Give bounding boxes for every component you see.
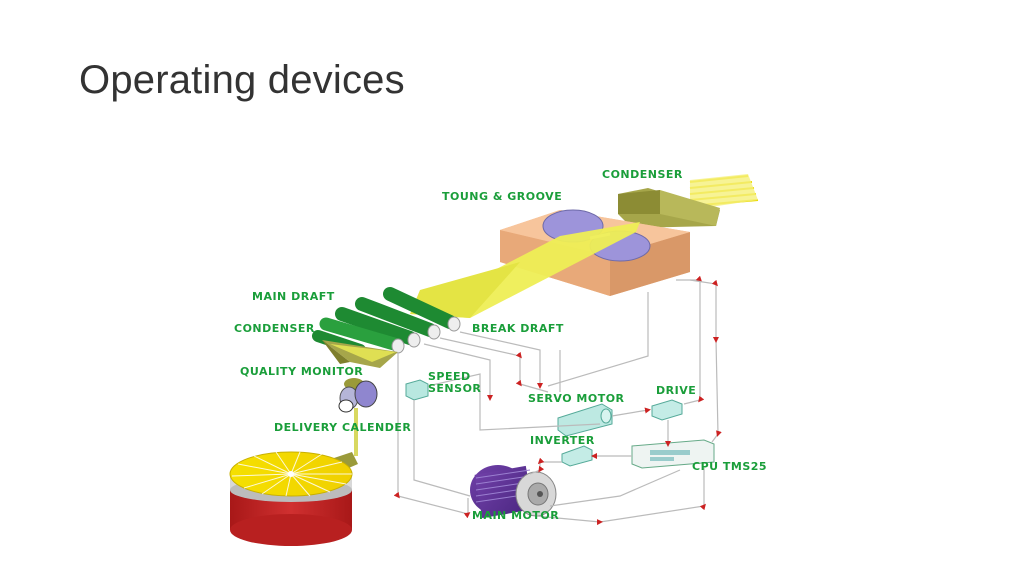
label-condenser-left: CONDENSER — [234, 322, 315, 335]
label-main-draft: MAIN DRAFT — [252, 290, 335, 303]
label-toung-groove: TOUNG & GROOVE — [442, 190, 562, 203]
label-servo-motor: SERVO MOTOR — [528, 392, 625, 405]
signal-lines — [393, 275, 722, 526]
speed-sensor — [405, 379, 429, 401]
label-main-motor: MAIN MOTOR — [472, 509, 559, 522]
quality-monitor — [338, 378, 378, 413]
drive-unit — [651, 399, 683, 421]
sliver-web — [410, 222, 640, 318]
cpu-unit — [631, 439, 715, 469]
main-motor — [470, 465, 557, 519]
label-speed-line2: SENSOR — [428, 382, 481, 395]
label-inverter: INVERTER — [530, 434, 595, 447]
label-quality-monitor: QUALITY MONITOR — [240, 365, 363, 378]
top-condenser — [618, 188, 720, 228]
label-drive: DRIVE — [656, 384, 696, 397]
page-title: Operating devices — [79, 58, 405, 102]
inverter-unit — [561, 445, 593, 467]
label-speed-line1: SPEED — [428, 370, 471, 383]
diagram-labels: CONDENSER TOUNG & GROOVE MAIN DRAFT COND… — [234, 168, 767, 522]
sliver-can — [229, 451, 353, 546]
label-delivery-calender: DELIVERY CALENDER — [274, 421, 411, 434]
tongue-groove-block — [500, 209, 690, 296]
input-slivers — [689, 174, 759, 210]
label-cpu: CPU TMS25 — [692, 460, 767, 473]
servo-motor — [557, 403, 613, 437]
label-condenser-top: CONDENSER — [602, 168, 683, 181]
lower-condenser — [322, 340, 398, 368]
label-break-draft: BREAK DRAFT — [472, 322, 564, 335]
